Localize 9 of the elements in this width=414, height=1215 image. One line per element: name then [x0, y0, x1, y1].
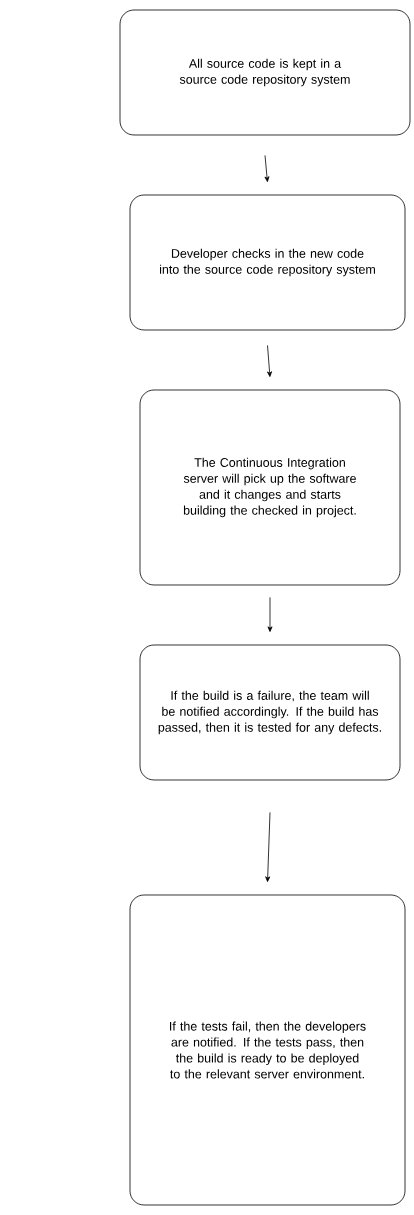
process-box: If the tests fail, then the developers are notified. If the tests pass, then the build is ready to be deployed to the relevant server environment.	[129, 894, 406, 1206]
process-box: If the build is a failure, the team will be notified accordingly. If the build has passed, then it is tested for any defects.	[139, 644, 401, 781]
process-box: The Continuous Integration server will pick up the software and it changes and starts building the checked in project.	[139, 389, 401, 586]
arrow	[267, 597, 273, 632]
process-box: Developer checks in the new code into the source code repository system	[129, 194, 406, 331]
process-box: All source code is kept in a source code repository system	[119, 9, 411, 136]
arrow	[264, 155, 270, 182]
arrow	[267, 345, 272, 377]
arrow	[265, 812, 271, 882]
